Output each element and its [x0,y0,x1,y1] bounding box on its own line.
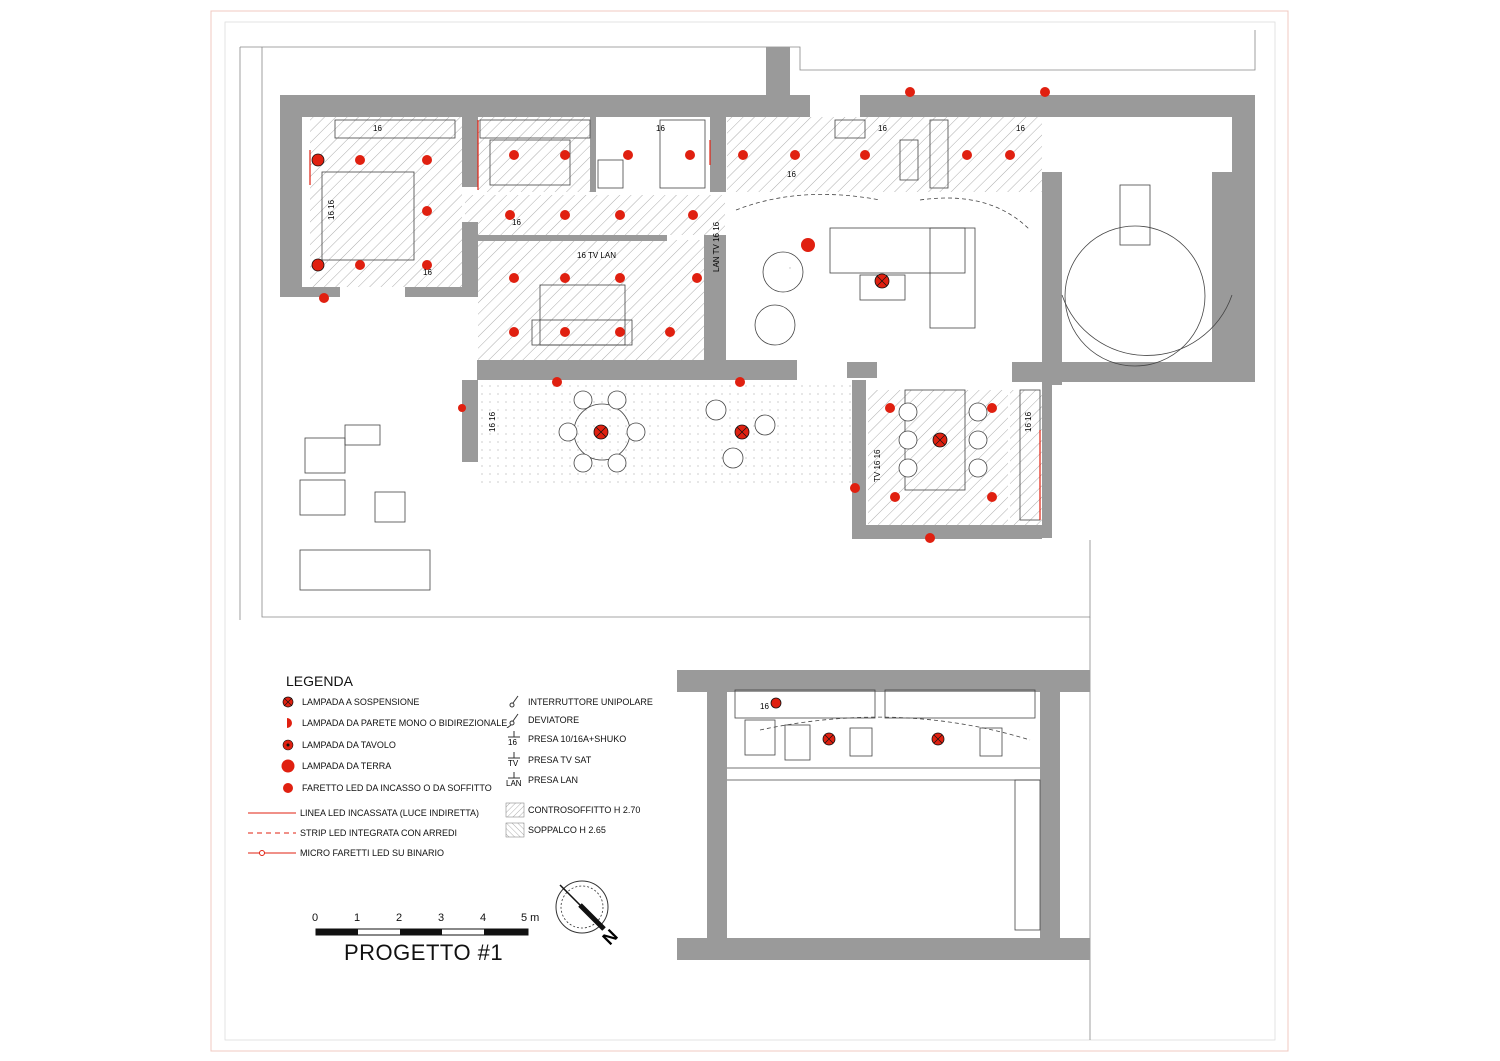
legend-item-lan-socket: LAN PRESA LAN [488,772,578,788]
pendant-lamp-icon [262,694,302,710]
two-way-switch-icon [488,712,528,728]
scale-tick-1: 1 [354,912,361,924]
led-lines [309,120,1041,520]
legend-label: LAMPADA A SOSPENSIONE [302,697,420,707]
table-lamp-icon [262,737,302,753]
scale-tick-5: 5 m [521,912,540,924]
legend-item-hatch-loft: SOPPALCO H 2.65 [488,822,606,838]
legend-item-led-line: LINEA LED INCASSATA (LUCE INDIRETTA) [248,805,479,821]
legend-item-socket: 16 PRESA 10/16A+SHUKO [488,731,626,747]
site-outline [239,30,1256,1040]
legend-label: LAMPADA DA TERRA [302,761,392,771]
legend-item-led-strip: STRIP LED INTEGRATA CON ARREDI [248,825,457,841]
north-arrow-icon [555,880,609,934]
socket-icon: 16 [488,731,528,747]
tv-socket-code: TV [508,759,519,768]
legend-title: LEGENDA [286,673,353,689]
legend-label: LAMPADA DA TAVOLO [302,740,396,750]
dining-loft-dots [477,380,862,485]
scale-tick-3: 3 [438,912,445,924]
legend-item-led-spot: FARETTO LED DA INCASSO O DA SOFFITTO [262,780,492,796]
lan-socket-code: LAN [506,779,522,788]
led-spots [319,87,1050,543]
label-sock-pair-2: 16 16 [1024,411,1033,432]
dining-chairs [558,390,988,478]
sheet-inner-frame [224,21,1276,1041]
legend-label: DEVIATORE [528,715,580,725]
tv-socket-icon: TV [488,752,528,768]
floor-lamp-icon [262,758,302,774]
label-socket-1: 16 [373,124,382,133]
legend-item-wall-lamp: LAMPADA DA PARETE MONO O BIDIREZIONALE [262,715,507,731]
legend-label: SOPPALCO H 2.65 [528,825,606,835]
label-sock-pair-3: 16 16 [327,199,336,220]
switch-icon [488,694,528,710]
label-socket-7: 16 [423,268,432,277]
label-socket-5: 16 [787,170,796,179]
label-socket-8: 16 [760,702,769,711]
legend-label: CONTROSOFFITTO H 2.70 [528,805,641,815]
lan-socket-icon: LAN [488,772,528,788]
label-tv-lan-2: LAN TV 16 16 [712,221,721,272]
legend-label: MICRO FARETTI LED SU BINARIO [300,848,445,858]
legend-label: FARETTO LED DA INCASSO O DA SOFFITTO [302,783,492,793]
legend-label: LINEA LED INCASSATA (LUCE INDIRETTA) [300,808,480,818]
led-line-icon [248,805,300,821]
label-socket-3: 16 [878,124,887,133]
label-sock-pair-1: 16 16 [488,411,497,432]
socket-code: 16 [508,738,517,747]
led-strip-icon [248,825,300,841]
legend-label: PRESA TV SAT [528,755,592,765]
legend-item-two-way-switch: DEVIATORE [488,712,579,728]
legend-label: PRESA 10/16A+SHUKO [528,734,627,744]
legend-label: STRIP LED INTEGRATA CON ARREDI [300,828,458,838]
legend-item-table-lamp: LAMPADA DA TAVOLO [262,737,396,753]
legend-item-hatch-ceiling: CONTROSOFFITTO H 2.70 [488,802,640,818]
label-socket-4: 16 [1016,124,1025,133]
walls [280,47,1255,960]
legend-label: INTERRUTTORE UNIPOLARE [528,697,653,707]
sheet-frame [210,10,1289,1052]
hatch-ceiling-icon [488,802,528,818]
label-socket-6: 16 [512,218,521,227]
legend-label: PRESA LAN [528,775,579,785]
legend-item-switch: INTERRUTTORE UNIPOLARE [488,694,653,710]
hatch-loft-icon [488,822,528,838]
scale-tick-4: 4 [480,912,487,924]
label-tv-lan-1: 16 TV LAN [577,251,616,260]
scale-tick-2: 2 [396,912,403,924]
label-tv-16: TV 16 16 [873,449,882,482]
label-socket-2: 16 [656,124,665,133]
scale-bar [315,928,529,936]
project-title: PROGETTO #1 [344,940,504,965]
legend-item-pendant: LAMPADA A SOSPENSIONE [262,694,419,710]
pendant-crosses [595,275,946,744]
micro-spot-track-icon [248,845,300,861]
legend-item-micro-spot: MICRO FARETTI LED SU BINARIO [248,845,444,861]
legend-label: LAMPADA DA PARETE MONO O BIDIREZIONALE [302,718,508,728]
wall-lamp-icon [262,715,302,731]
legend-item-tv-socket: TV PRESA TV SAT [488,752,591,768]
legend-item-floor-lamp: LAMPADA DA TERRA [262,758,391,774]
scale-tick-0: 0 [312,912,319,924]
led-spot-icon [262,780,302,796]
